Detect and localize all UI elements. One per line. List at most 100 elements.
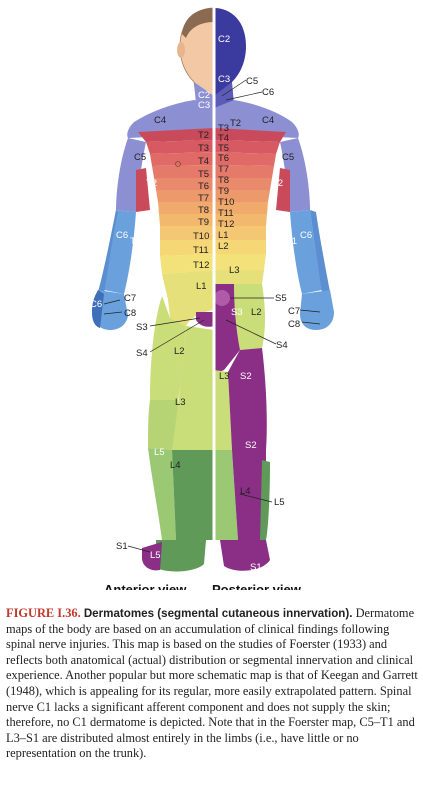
anterior-t7-band [156, 190, 214, 202]
anterior-l3-thigh [148, 400, 178, 450]
posterior-t10-band [214, 226, 266, 240]
label-c4-left: C4 [154, 115, 166, 126]
label-c6-right: C6 [300, 230, 312, 241]
label-s2-leg: S2 [245, 440, 257, 451]
figure-caption: FIGURE I.36. Dermatomes (segmental cutan… [6, 606, 418, 762]
posterior-view-label: Posterior view [212, 582, 302, 590]
label-l5-foot: L5 [150, 550, 161, 561]
label-c3-neck: C3 [198, 100, 210, 111]
anterior-t10-band [160, 226, 214, 240]
posterior-l2-buttock [234, 284, 265, 350]
posterior-t9-band [214, 214, 267, 226]
label-t8-p: T8 [218, 175, 229, 186]
label-l3-pb: L3 [219, 371, 230, 382]
label-t9-a: T9 [198, 217, 209, 228]
label-s2-p: S2 [240, 371, 252, 382]
label-t6-p: T6 [218, 153, 229, 164]
anterior-t11-band [160, 240, 214, 256]
label-t7-p: T7 [218, 164, 229, 175]
label-t2-post: T2 [230, 118, 241, 129]
posterior-arm-t1 [290, 210, 322, 294]
anterior-foot-s1 [142, 542, 162, 571]
anterior-body [92, 7, 215, 572]
navel [175, 161, 181, 167]
posterior-t8-band [214, 202, 268, 214]
anterior-t3-band [146, 140, 214, 154]
label-t11-a: T11 [193, 245, 209, 256]
posterior-t11-band [214, 240, 266, 254]
label-t10-p: T10 [218, 197, 234, 208]
label-t4-p: T4 [218, 133, 229, 144]
label-s4-a: S4 [136, 348, 148, 359]
label-l3-p: L3 [229, 265, 240, 276]
label-t5-p: T5 [218, 143, 229, 154]
figure-number: FIGURE I.36. [6, 606, 81, 620]
label-l1-p: L1 [218, 230, 229, 241]
leader-lines [103, 79, 321, 553]
label-c2-neck: C2 [198, 90, 210, 101]
label-l2-a: L2 [174, 346, 185, 357]
posterior-c4-band [214, 100, 299, 138]
label-c6-top: C6 [262, 87, 274, 98]
posterior-t5-band [214, 165, 274, 178]
label-c8-right: C8 [288, 319, 300, 330]
label-t2-a: T2 [198, 130, 209, 141]
posterior-arm-c5 [280, 138, 310, 212]
posterior-body [214, 8, 334, 571]
posterior-l1-band [214, 270, 264, 284]
label-c3-post: C3 [218, 74, 230, 85]
label-c5-left: C5 [134, 152, 146, 163]
label-c7-right: C7 [288, 306, 300, 317]
anterior-l1-groin [168, 300, 214, 326]
anterior-l2-medial [172, 326, 214, 450]
anterior-view-label: Anterior view [104, 582, 187, 590]
posterior-t2-band [214, 128, 286, 142]
anterior-t8-band [158, 202, 214, 214]
label-l3-a: L3 [175, 397, 186, 408]
posterior-t4-band [214, 152, 276, 166]
label-c5-right: C5 [282, 152, 294, 163]
label-t11-p: T11 [218, 208, 234, 219]
label-t2-arm-right: T2 [272, 178, 283, 189]
label-s3-p: S3 [231, 307, 243, 318]
posterior-hand [300, 290, 334, 330]
anterior-foot-l5 [156, 540, 206, 572]
label-t3-p: T3 [218, 123, 229, 134]
label-t6-a: T6 [198, 181, 209, 192]
posterior-t7-band [214, 190, 270, 202]
label-t12-a: T12 [193, 260, 209, 271]
label-c7-left: C7 [124, 293, 136, 304]
anterior-c4-band [127, 100, 214, 138]
label-t3-a: T3 [198, 143, 209, 154]
anterior-arm-t2 [136, 168, 150, 212]
anterior-t9-band [159, 214, 214, 226]
posterior-arm-t2 [276, 168, 290, 212]
label-c6-hand: C6 [90, 299, 102, 310]
caption-text: Dermatome maps of the body are based on … [6, 606, 418, 761]
label-s3-a: S3 [136, 322, 148, 333]
segment-labels: C2 C3 C5 C6 C2 C3 C4 C4 T2 T2 T3 T4 T5 T… [90, 34, 312, 573]
label-t10-a: T10 [193, 231, 209, 242]
label-l2-pb: L2 [251, 307, 262, 318]
label-t2-arm-left: T2 [146, 178, 157, 189]
label-c4-right: C4 [262, 115, 274, 126]
posterior-foot [220, 540, 270, 571]
posterior-l3-thigh [214, 370, 232, 450]
label-t8-a: T8 [198, 205, 209, 216]
label-s4-p: S4 [276, 340, 288, 351]
label-l5-a: L5 [154, 447, 165, 458]
posterior-s1-leg [232, 450, 266, 540]
posterior-arm-c6 [310, 210, 330, 292]
dermatome-figure: C2 C3 C5 C6 C2 C3 C4 C4 T2 T2 T3 T4 T5 T… [90, 6, 334, 590]
label-l1-a: L1 [196, 281, 207, 292]
posterior-s5-ring [214, 290, 230, 306]
anterior-t6-band [154, 178, 214, 190]
posterior-s2-thigh [228, 348, 267, 450]
posterior-sacral [214, 284, 240, 372]
label-t12-p: T12 [218, 219, 234, 230]
anterior-l4-leg [148, 448, 176, 540]
label-l2-p: L2 [218, 241, 229, 252]
posterior-t12-band [214, 254, 266, 270]
anterior-arm-c6 [98, 210, 118, 294]
label-s5: S5 [275, 293, 287, 304]
